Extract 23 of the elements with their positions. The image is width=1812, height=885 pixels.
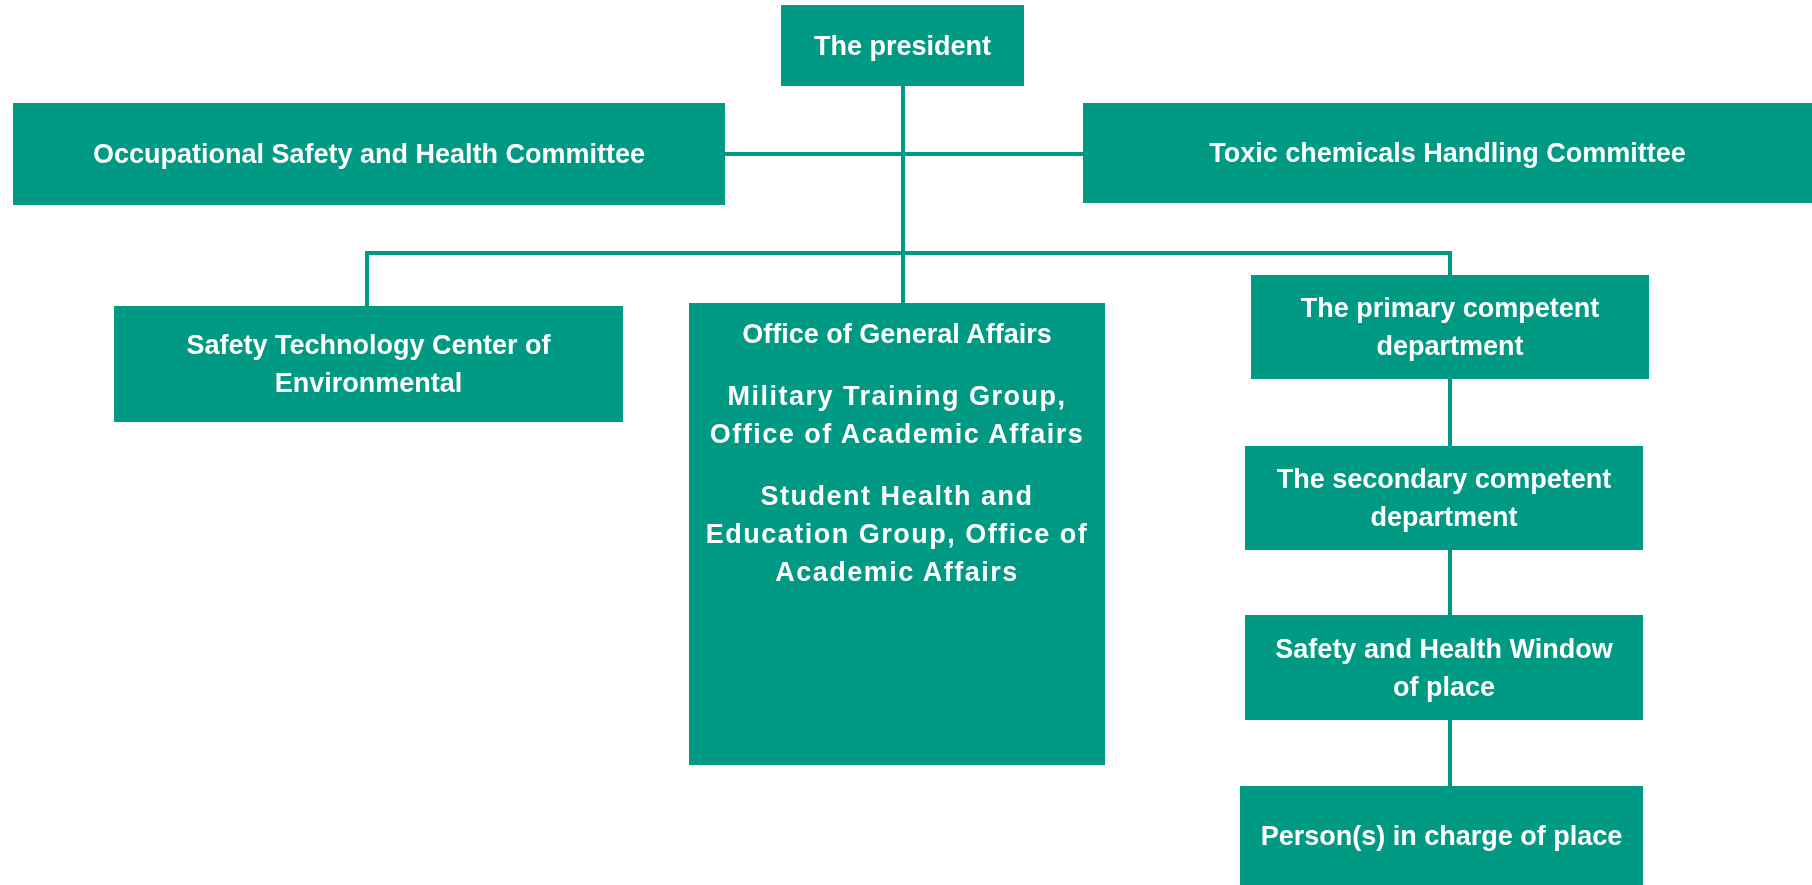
box-label: The president	[814, 29, 991, 63]
org-box	[1240, 786, 1643, 885]
box-label: The primary competent department	[1299, 292, 1601, 363]
org-box	[1251, 275, 1649, 379]
org-box	[1245, 615, 1643, 720]
org-box	[1083, 103, 1812, 203]
box-label: Safety Technology Center of Environmental	[185, 329, 552, 400]
connector-line	[1448, 550, 1452, 615]
box-label: Toxic chemicals Handling Committee	[1209, 137, 1686, 170]
org-box	[13, 103, 725, 205]
connector-line	[1448, 379, 1452, 446]
box-label: Military Training Group, Office of Academic Affairs	[708, 380, 1086, 451]
box-label: Office of General Affairs	[742, 318, 1052, 351]
box-label: Student Health and Education Group, Office of Academic Affairs	[705, 480, 1089, 589]
box-label: The secondary competent department	[1275, 463, 1613, 534]
org-box	[1245, 446, 1643, 550]
box-label: Person(s) in charge of place	[1260, 819, 1623, 853]
org-box	[114, 306, 623, 422]
org-box	[781, 5, 1024, 86]
connector-line	[1448, 720, 1452, 786]
org-box	[689, 303, 1105, 765]
box-label: Occupational Safety and Health Committee	[92, 138, 646, 171]
box-label: Safety and Health Window of place	[1274, 632, 1614, 704]
